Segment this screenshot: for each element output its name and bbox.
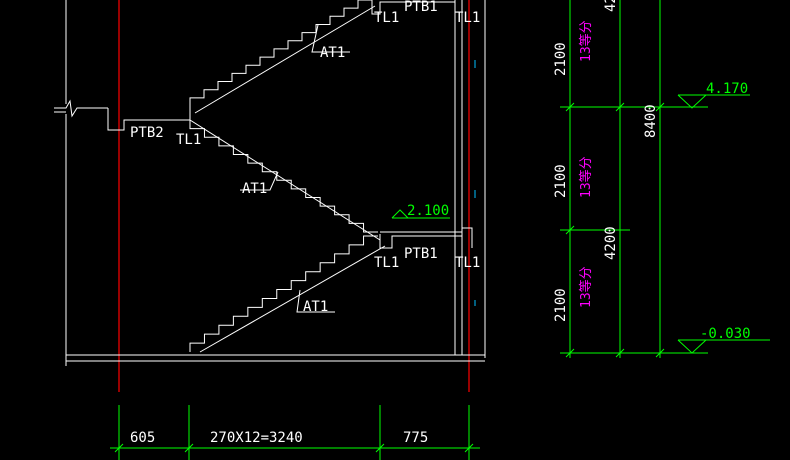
vdim-note-top: 13等分 [578,20,594,62]
stair-structure [54,0,486,366]
label-at1-middle: AT1 [242,181,267,197]
axis-lines [118,0,470,392]
dim-text-3240: 270X12=3240 [210,430,303,446]
vdim-note-mid: 13等分 [578,156,594,198]
label-ptb1-mid: PTB1 [404,246,438,262]
dim-text-775: 775 [403,430,428,446]
label-ptb1-top: PTB1 [404,0,438,15]
vdim-text-top-cut: 42 [603,0,619,12]
vdim-text-4200: 4200 [603,226,619,260]
flight-soffit-lower [199,245,386,353]
vdim-text-8400: 8400 [643,104,659,138]
upper-slab-break [54,99,108,118]
steps-middle-flight [189,120,378,233]
label-tl1-left: TL1 [176,132,201,148]
label-tl1-mid-far: TL1 [455,255,480,271]
level-marker-2100 [391,209,409,219]
vdim-text-top: 2100 [553,42,569,76]
vdim-text-bottom: 2100 [553,288,569,322]
label-tl1-top: TL1 [374,10,399,26]
label-at1-lower: AT1 [303,299,328,315]
steps-lower-flight [189,235,378,352]
vdim-note-bottom: 13等分 [578,266,594,308]
leader-at1-middle [240,171,279,191]
leader-at1-lower [296,289,335,313]
steps-upper-flight [189,0,372,106]
ptb2-beam [107,106,191,131]
vdim-text-mid: 2100 [553,164,569,198]
leader-at1-upper [311,24,350,53]
level-markers [391,94,770,354]
flight-soffit-upper [194,5,376,114]
level-text-ground: -0.030 [700,326,751,342]
level-text-2100: 2.100 [407,203,449,219]
label-ptb2: PTB2 [130,125,164,141]
level-text-4170: 4.170 [706,81,748,97]
label-tl1-mid: TL1 [374,255,399,271]
label-tl1-top-far: TL1 [455,10,480,26]
horizontal-dimensions [110,405,480,460]
vertical-dimensions [560,0,708,358]
label-at1-upper: AT1 [320,45,345,61]
dim-text-605: 605 [130,430,155,446]
